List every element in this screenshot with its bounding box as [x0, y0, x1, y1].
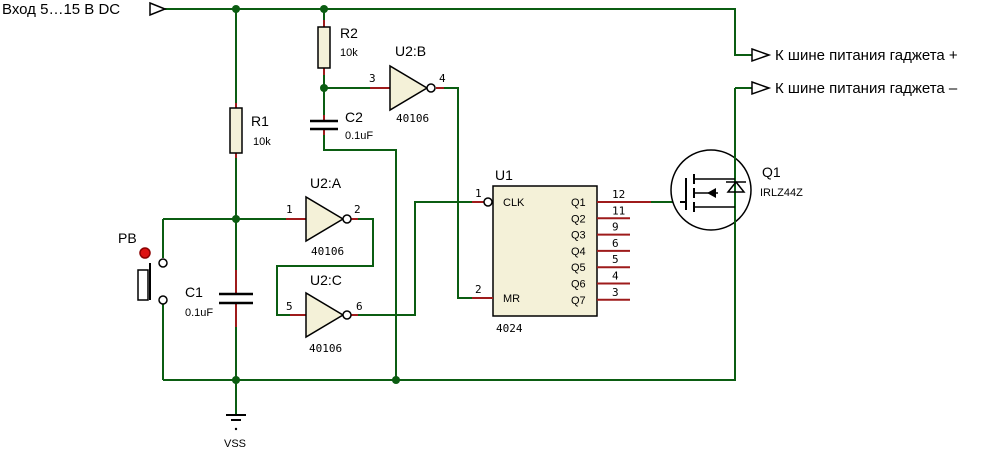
u1-output-pin-number: 3: [612, 286, 619, 299]
pb-contact-icon: [158, 295, 168, 305]
wire-u2c-clk: [358, 201, 484, 316]
wire-u2a-u2c: [276, 218, 374, 316]
capacitor-c1: C1 0.1uF: [185, 270, 253, 327]
output-plus-label: К шине питания гаджета +: [775, 47, 958, 64]
q1-diode-icon: [726, 180, 746, 193]
u2a-part: 40106: [311, 245, 344, 258]
u1-output-label: Q3: [571, 230, 586, 242]
u2b-ref: U2:B: [395, 43, 426, 59]
u2c-body: [305, 291, 345, 339]
q1-body: [670, 149, 752, 231]
u1-output-pin-number: 12: [612, 188, 625, 201]
junction-dot: [320, 84, 328, 92]
junction-dot: [392, 376, 400, 384]
input-arrow-icon: [149, 1, 168, 17]
junction-dot: [232, 215, 240, 223]
input-port: Вход 5…15 В DC: [2, 1, 168, 18]
u2a-pin-in: 1: [286, 203, 293, 216]
output-minus-label: К шине питания гаджета –: [775, 80, 958, 97]
u2a-bubble-icon: [342, 214, 352, 224]
u1-mr-pin: 2: [475, 283, 482, 296]
q1-part: IRLZ44Z: [760, 187, 803, 199]
output-arrow-icon: [751, 80, 772, 96]
mosfet-q1: Q1 IRLZ44Z: [670, 149, 803, 233]
pb-ref: PB: [118, 230, 137, 246]
u2b-pin-in: 3: [369, 72, 376, 85]
u1-part: 4024: [496, 322, 523, 335]
u1-output-label: Q4: [571, 246, 586, 258]
r2-body: [317, 26, 331, 69]
u2c-pin-in: 5: [286, 300, 293, 313]
u1-output-pin-number: 4: [612, 270, 619, 283]
wire-ground-rail: [163, 233, 736, 381]
junction-dot: [232, 376, 240, 384]
u2c-ref: U2:C: [310, 272, 342, 288]
u1-mr-label: MR: [503, 293, 520, 305]
junction-dot: [232, 5, 240, 13]
pb-probe-icon: [139, 247, 151, 259]
u2a-body: [305, 195, 345, 243]
junctions: [232, 5, 400, 384]
c1-ref: C1: [185, 284, 203, 300]
u2b-part: 40106: [396, 112, 429, 125]
junction-dot: [320, 5, 328, 13]
input-label: Вход 5…15 В DC: [2, 1, 120, 18]
u1-output-label: Q6: [571, 279, 586, 291]
r1-ref: R1: [251, 113, 269, 129]
u2c-pin-out: 6: [356, 300, 363, 313]
pb-actuator: [137, 269, 149, 301]
u2c-part: 40106: [309, 342, 342, 355]
resistor-r1: R1 10k: [229, 103, 271, 158]
inverter-u2c: U2:C 5 6 40106: [286, 272, 363, 355]
r2-value: 10k: [340, 47, 358, 59]
ground-vss: VSS: [224, 414, 246, 450]
u2b-body: [389, 64, 429, 112]
u1-output-label: Q2: [571, 213, 586, 225]
pb-contact-icon: [158, 258, 168, 268]
push-button-pb: PB: [118, 230, 168, 305]
u1-ref: U1: [495, 167, 513, 183]
q1-ref: Q1: [762, 164, 781, 180]
output-port-plus: К шине питания гаджета +: [751, 47, 958, 64]
capacitor-c2: C2 0.1uF: [310, 109, 373, 142]
u1-output-pin-number: 6: [612, 237, 619, 250]
u1-output-pin-number: 11: [612, 204, 625, 217]
output-arrow-icon: [751, 47, 772, 63]
r2-ref: R2: [340, 25, 358, 41]
r1-body: [229, 107, 243, 154]
resistor-r2: R2 10k: [317, 20, 358, 75]
counter-u1: U1 4024 1 CLK 2 MR Q112Q211Q39Q46Q55Q64Q…: [472, 167, 651, 335]
r1-value: 10k: [253, 136, 271, 148]
c2-ref: C2: [345, 109, 363, 125]
u2c-bubble-icon: [342, 310, 352, 320]
wire-supply-rail: [165, 8, 752, 56]
u1-output-pin-number: 9: [612, 221, 619, 234]
u1-clk-pin: 1: [475, 187, 482, 200]
u1-clk-label: CLK: [503, 197, 525, 209]
inverter-u2a: U2:A 1 2 40106: [286, 175, 361, 258]
u2b-bubble-icon: [426, 83, 436, 93]
vss-label: VSS: [224, 438, 246, 450]
u1-output-label: Q7: [571, 295, 586, 307]
u1-output-label: Q5: [571, 262, 586, 274]
c2-value: 0.1uF: [345, 130, 373, 142]
u2b-pin-out: 4: [439, 72, 446, 85]
output-port-minus: К шине питания гаджета –: [751, 80, 958, 97]
u1-output-label: Q1: [571, 197, 586, 209]
q1-arrow-icon: [707, 188, 716, 198]
inverter-u2b: U2:B 3 4 40106: [369, 43, 446, 125]
u2a-pin-out: 2: [354, 203, 361, 216]
clk-bubble-icon: [483, 197, 493, 207]
wire-c2-bottom: [323, 135, 397, 380]
u1-output-pin-number: 5: [612, 253, 619, 266]
wires: [162, 8, 752, 415]
u2a-ref: U2:A: [310, 175, 342, 191]
c1-value: 0.1uF: [185, 307, 213, 319]
